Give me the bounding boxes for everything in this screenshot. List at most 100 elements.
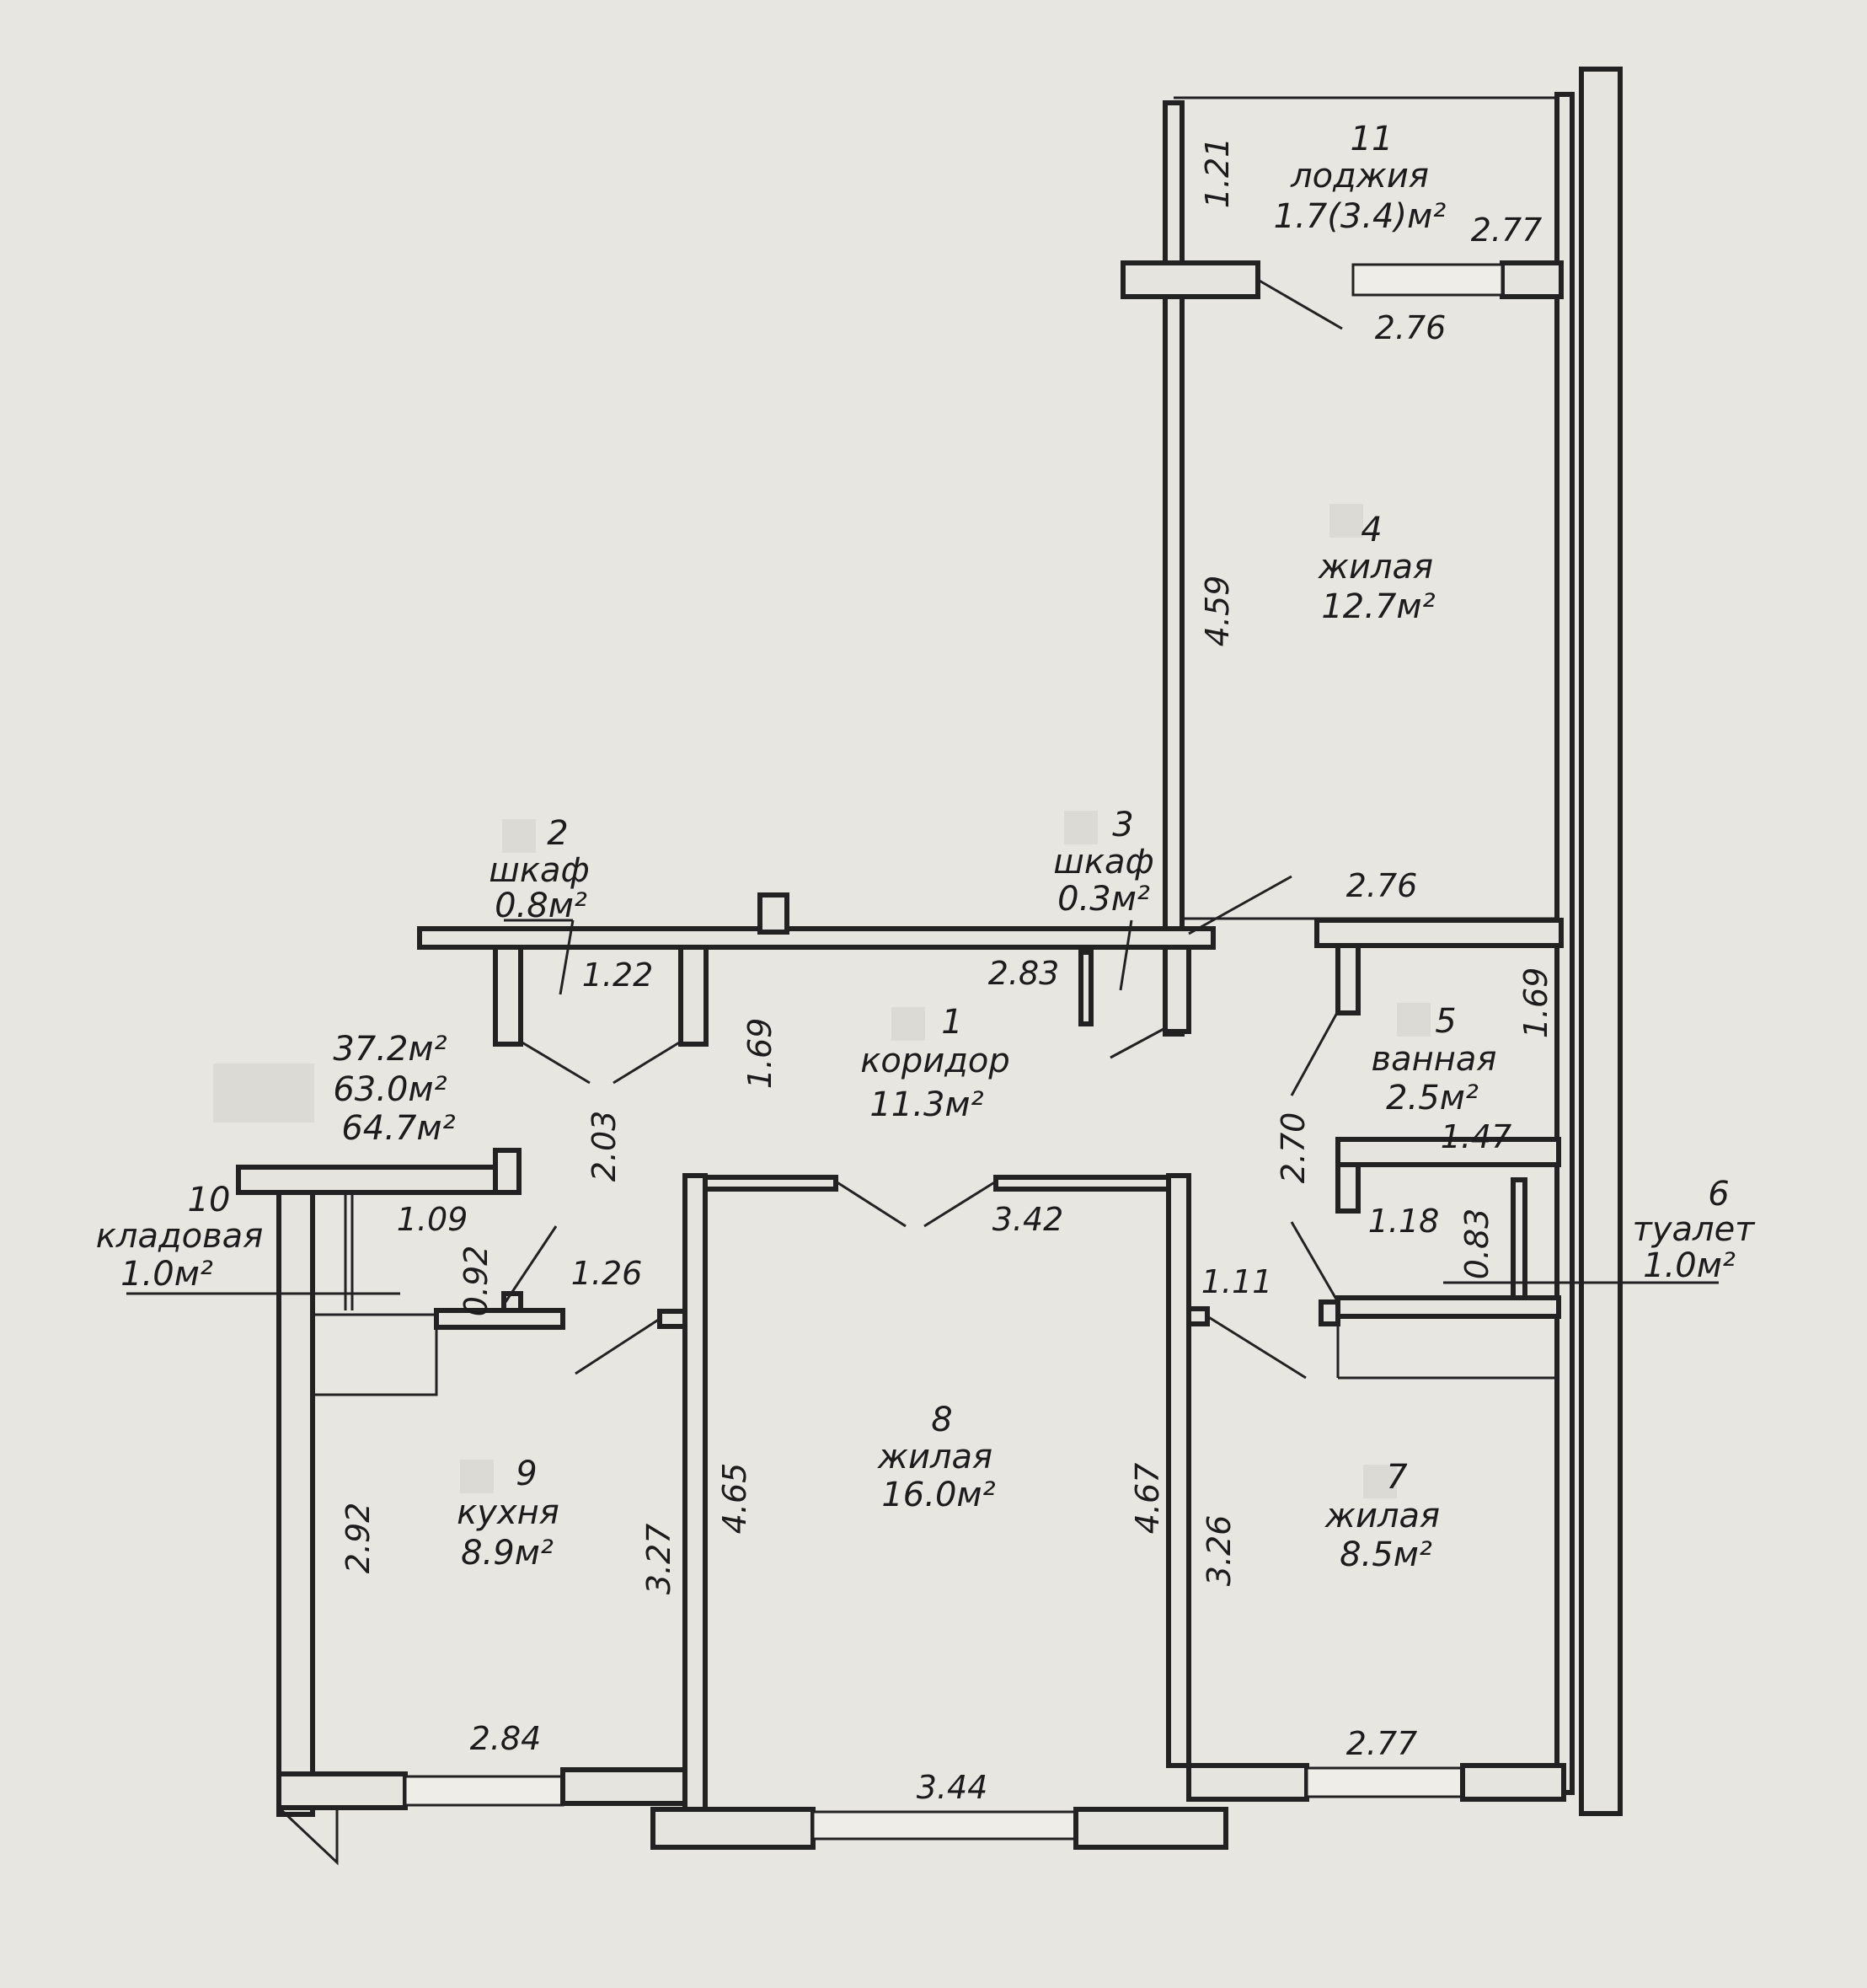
room9-number: 9 (516, 1455, 537, 1493)
room5-area: 2.5м² (1386, 1079, 1479, 1117)
dim-label: 0.92 (457, 1246, 495, 1317)
dim-label: 1.18 (1368, 1203, 1440, 1240)
room10-number: 10 (188, 1181, 231, 1219)
room10-name: кладовая (96, 1217, 264, 1256)
wall-closet3-right (1163, 945, 1191, 1034)
window-room8 (811, 1810, 1078, 1841)
dim-label: 3.27 (640, 1524, 677, 1595)
dim-label: 2.83 (988, 955, 1060, 992)
kitchen-bottom-corner (277, 1806, 339, 1866)
dim-label: 4.65 (716, 1463, 753, 1535)
wall-room8-top-right (993, 1175, 1171, 1192)
wall-loggia-divider-left (1121, 260, 1260, 299)
dim-label: 2.70 (1275, 1112, 1312, 1184)
label-masks (213, 504, 1431, 1498)
room4-area: 12.7м² (1321, 587, 1435, 626)
room8-number: 8 (931, 1401, 952, 1439)
leader-line-closet3 (1119, 919, 1133, 991)
wall-kitchen-bottom-right (560, 1767, 687, 1806)
room5-name: ванная (1372, 1040, 1497, 1079)
dim-label: 2.76 (1346, 867, 1418, 904)
leader-line-loggia (1257, 278, 1343, 330)
room6-area: 1.0м² (1643, 1246, 1736, 1285)
room10-area: 1.0м² (120, 1255, 213, 1294)
leader-line-closet2-diag (559, 919, 575, 995)
door-swing-closet2-right (613, 1040, 682, 1085)
room11-number: 11 (1351, 120, 1394, 158)
window-kitchen (404, 1775, 564, 1807)
wall-pantry-top (236, 1165, 498, 1195)
room3-area: 0.3м² (1057, 880, 1150, 919)
room3-number: 3 (1112, 806, 1133, 844)
total-area-1: 37.2м² (333, 1030, 447, 1069)
room8-area: 16.0м² (881, 1476, 995, 1514)
room1-number: 1 (941, 1003, 962, 1042)
wall-bath-bottom (1335, 1137, 1561, 1167)
dim-label: 1.11 (1201, 1263, 1273, 1300)
dim-label: 2.77 (1346, 1725, 1418, 1762)
wall-stub-top (757, 892, 789, 935)
dim-label: 1.26 (571, 1255, 643, 1292)
dimension-labels: 1.21 2.77 2.76 4.59 2.76 1.22 2.83 1.69 … (340, 137, 1554, 1806)
wall-wc-door-stub (1319, 1299, 1340, 1326)
wall-wc-bottom (1335, 1295, 1561, 1319)
wall-room8-right (1166, 1173, 1191, 1768)
wall-room8-bottom-right (1073, 1807, 1228, 1850)
wall-room7-bottom-right (1460, 1763, 1566, 1802)
room2-number: 2 (547, 814, 568, 853)
room7-name: жилая (1324, 1497, 1440, 1535)
dim-label: 4.59 (1199, 576, 1236, 647)
room7-area: 8.5м² (1340, 1535, 1432, 1574)
door-swings (126, 278, 1719, 1380)
total-area-3: 64.7м² (341, 1109, 455, 1148)
door-swing-room8-right (923, 1180, 997, 1228)
room-labels: 11 лоджия 1.7(3.4)м² 4 жилая 12.7м² 2 шк… (96, 120, 1756, 1574)
dim-label: 2.92 (340, 1503, 377, 1574)
pantry-inner-line (313, 1313, 438, 1396)
room9-area: 8.9м² (461, 1534, 554, 1573)
dim-label: 4.67 (1129, 1463, 1166, 1535)
room4-number: 4 (1361, 511, 1382, 549)
door-stub-kitchen (657, 1309, 687, 1329)
dim-label: 2.77 (1471, 212, 1543, 249)
door-stub-room7 (1186, 1306, 1210, 1326)
dim-label: 2.76 (1375, 309, 1447, 346)
door-stub-closet3 (1078, 950, 1094, 1026)
wall-bath-left (1335, 943, 1361, 1015)
window-room7 (1305, 1766, 1464, 1798)
dim-label: 3.42 (992, 1201, 1064, 1238)
wall-pantry-top-stub (493, 1148, 522, 1195)
door-swing-bath (1290, 1010, 1340, 1096)
walls (236, 67, 1623, 1866)
room7-number: 7 (1386, 1458, 1408, 1497)
door-swing-closet3 (1110, 1026, 1166, 1059)
dim-label: 1.21 (1199, 137, 1236, 209)
room6-number: 6 (1708, 1175, 1729, 1214)
wall-room8-left (682, 1173, 708, 1835)
wall-bath-top (1314, 918, 1564, 948)
wall-kitchen-left (276, 1184, 315, 1817)
wall-room8-bottom (650, 1807, 816, 1850)
total-area-2: 63.0м² (333, 1070, 447, 1109)
door-swing-closet2-left (520, 1040, 591, 1085)
wall-room4-left (1163, 100, 1185, 1037)
wall-corridor-top (417, 926, 1216, 950)
wall-loggia-divider-right (1500, 260, 1564, 299)
room8-name: жилая (877, 1438, 992, 1476)
dim-label: 3.44 (917, 1769, 988, 1806)
dim-label: 2.03 (586, 1111, 623, 1182)
door-swing-pantry (504, 1225, 558, 1303)
wall-closet2-left (493, 945, 523, 1047)
dim-label: 0.83 (1458, 1208, 1495, 1280)
room6-name: туалет (1633, 1210, 1757, 1249)
door-swing-kitchen (575, 1317, 661, 1375)
room5-number: 5 (1435, 1002, 1456, 1041)
room1-area: 11.3м² (869, 1085, 983, 1124)
dim-label: 1.69 (1517, 967, 1554, 1039)
wall-outer-right (1579, 67, 1623, 1816)
wall-pantry-shelf (434, 1308, 565, 1330)
room11-name: лоджия (1290, 157, 1429, 196)
wall-closet2-right (678, 945, 709, 1047)
room3-name: шкаф (1053, 843, 1153, 881)
